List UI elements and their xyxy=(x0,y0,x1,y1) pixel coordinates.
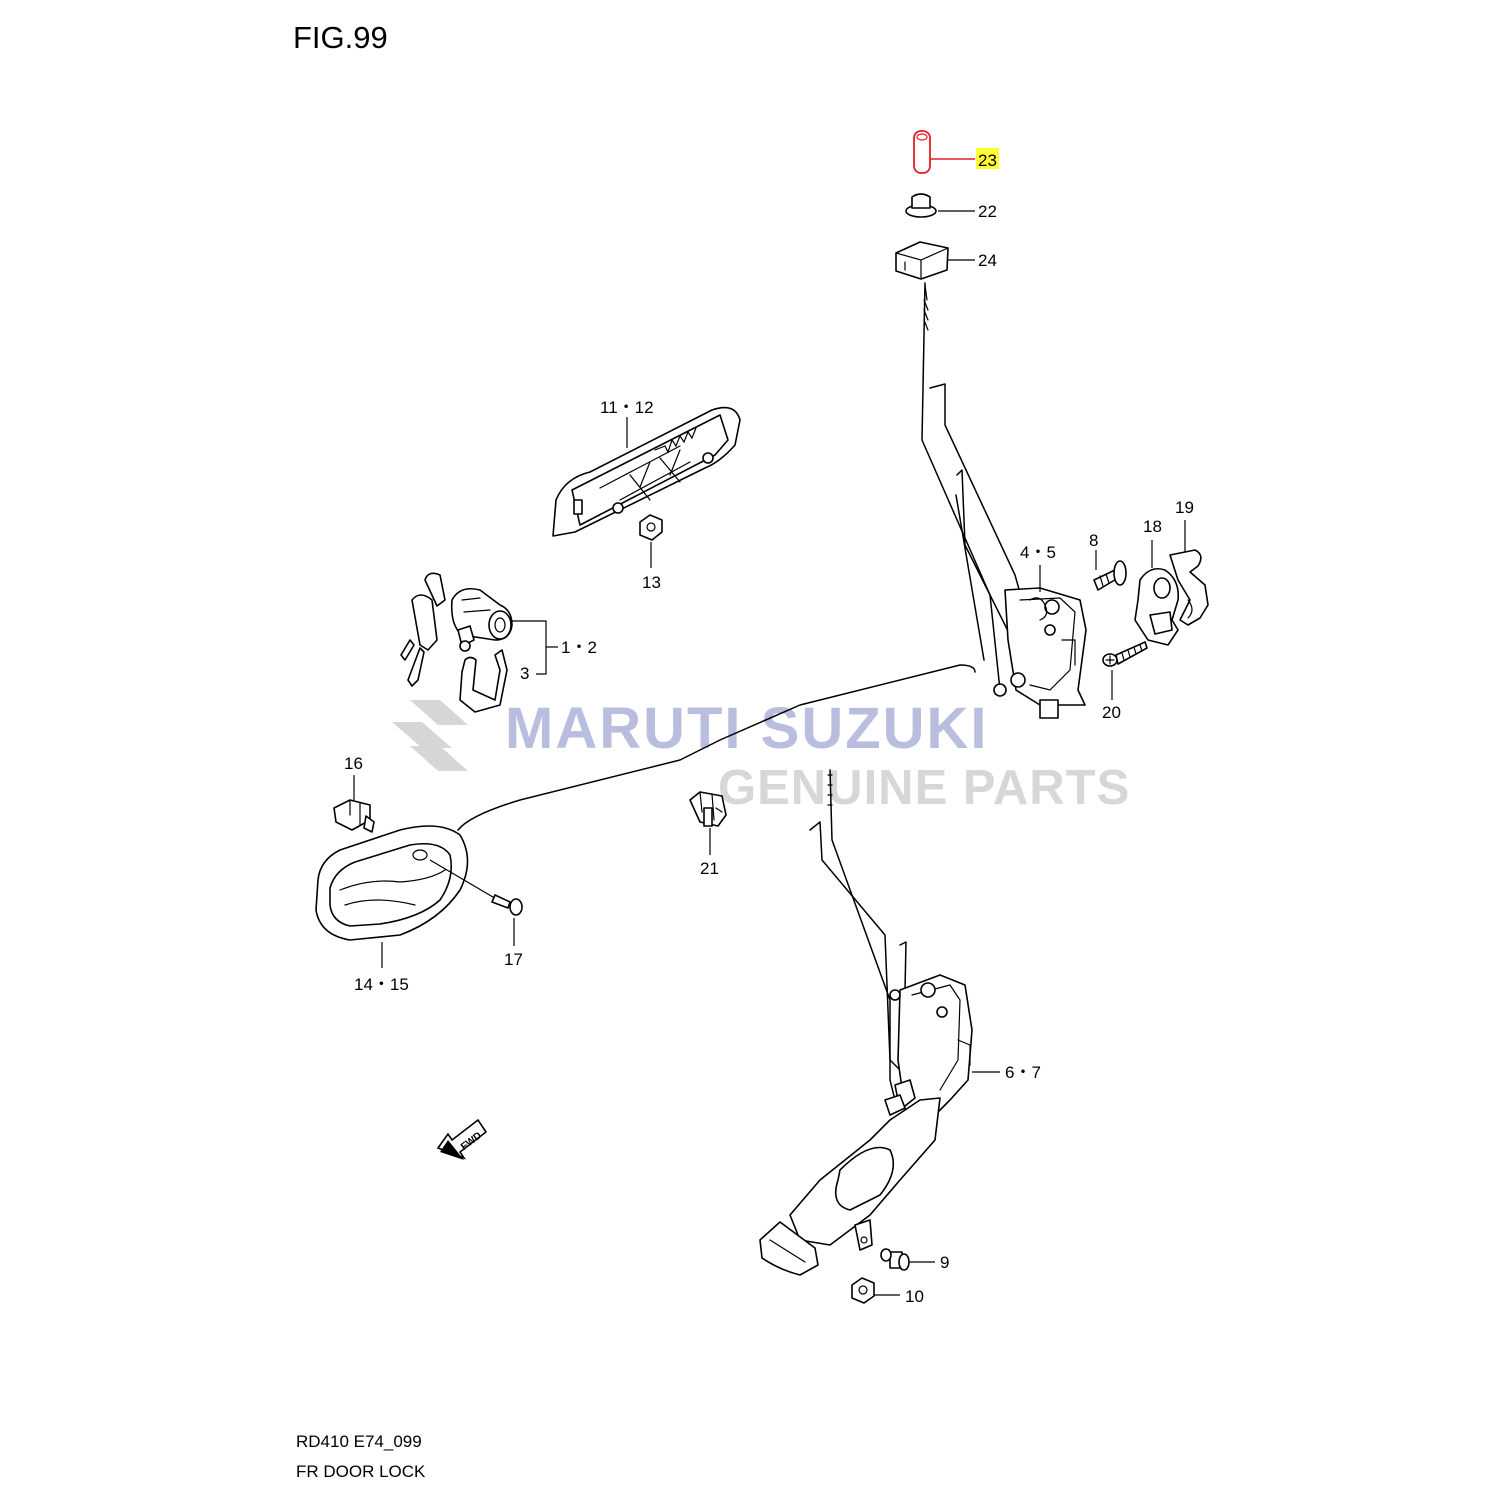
callout-4-5[interactable]: 4・5 xyxy=(1020,543,1056,562)
callout-1-2[interactable]: 1・2 xyxy=(561,638,597,657)
callout-20[interactable]: 20 xyxy=(1102,703,1121,722)
callout-8[interactable]: 8 xyxy=(1089,531,1098,550)
part-3-retainer-clip[interactable] xyxy=(459,649,508,713)
part-14-15-inner-handle[interactable] xyxy=(315,825,469,968)
part-22-grommet[interactable] xyxy=(905,193,975,218)
part-16-clip[interactable] xyxy=(333,775,375,833)
part-23-pin[interactable] xyxy=(913,130,975,174)
part-8-screw[interactable] xyxy=(1093,550,1127,591)
part-6-7-lower-latch[interactable] xyxy=(884,974,1000,1121)
figure-title: FIG.99 xyxy=(293,20,388,55)
callout-11-12[interactable]: 11・12 xyxy=(600,398,654,417)
part-1-2-key-cylinder[interactable] xyxy=(400,572,513,687)
lower-handle-body xyxy=(759,1097,941,1276)
callout-18[interactable]: 18 xyxy=(1143,517,1162,536)
callout-23[interactable]: 23 xyxy=(978,151,997,170)
part-10-nut[interactable] xyxy=(851,1277,900,1304)
callout-10[interactable]: 10 xyxy=(905,1287,924,1306)
callout-21[interactable]: 21 xyxy=(700,859,719,878)
part-20-screw[interactable] xyxy=(1102,641,1148,700)
callout-labels: 23 22 24 11・12 13 1・2 3 4・5 8 18 19 20 1… xyxy=(344,151,1194,1306)
suzuki-s-logo-icon xyxy=(392,700,468,771)
part-18-striker[interactable] xyxy=(1134,540,1180,646)
callout-23-highlight xyxy=(976,148,999,169)
part-11-12-outer-handle[interactable] xyxy=(552,406,741,537)
footer-code: RD410 E74_099 xyxy=(296,1432,422,1451)
fwd-direction-arrow-icon: FWD xyxy=(436,1118,488,1160)
callout-24[interactable]: 24 xyxy=(978,251,997,270)
watermark: MARUTI SUZUKI GENUINE PARTS xyxy=(392,696,1130,815)
part-21-clip[interactable] xyxy=(689,791,727,855)
callout-16[interactable]: 16 xyxy=(344,754,363,773)
part-9-screw[interactable] xyxy=(880,1248,935,1271)
callout-13[interactable]: 13 xyxy=(642,573,661,592)
footer-caption: FR DOOR LOCK xyxy=(296,1462,426,1481)
part-4-5-door-latch[interactable] xyxy=(993,565,1087,719)
callout-9[interactable]: 9 xyxy=(940,1253,949,1272)
inner-handle-rod xyxy=(457,664,976,831)
callout-bracket-1-3 xyxy=(512,620,558,675)
watermark-tagline: GENUINE PARTS xyxy=(718,761,1130,815)
callout-6-7[interactable]: 6・7 xyxy=(1005,1063,1041,1082)
callout-22[interactable]: 22 xyxy=(978,202,997,221)
callout-14-15[interactable]: 14・15 xyxy=(354,975,409,994)
callout-3[interactable]: 3 xyxy=(520,664,529,683)
part-19-shim[interactable] xyxy=(1169,520,1209,626)
callout-19[interactable]: 19 xyxy=(1175,498,1194,517)
upper-rods xyxy=(921,282,1026,691)
part-24-block[interactable] xyxy=(895,241,975,280)
part-13-nut[interactable] xyxy=(639,514,663,568)
part-17-screw[interactable] xyxy=(429,859,523,946)
callout-17[interactable]: 17 xyxy=(504,950,523,969)
